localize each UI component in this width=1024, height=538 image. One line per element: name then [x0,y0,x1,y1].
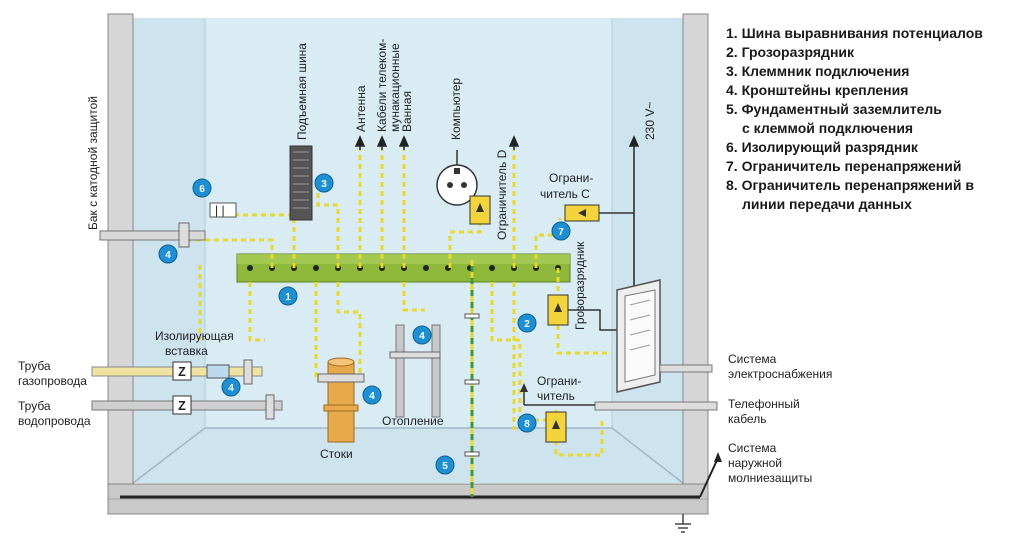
legend-item-4: 4. Кронштейны крепления [726,82,909,98]
label-limiter-1: Ограни- [537,374,581,388]
label-power-2: электроснабжения [728,367,832,381]
label-lightning-3: молниезащиты [728,471,812,485]
legend-item-3: 3. Клеммник подключения [726,63,910,79]
svg-text:5: 5 [442,461,448,472]
label-voltage: 230 V~ [643,102,657,140]
marker-2: 2 [517,313,537,333]
label-telecom-1: Кабели телеком- [375,39,389,132]
label-heating: Отопление [382,414,444,428]
power-cable [659,364,713,373]
label-limiter-c-2: читель С [540,187,590,201]
marker-5: 5 [435,455,455,475]
label-antenna: Антенна [354,85,368,132]
label-telecom-2: мунакационные [388,43,402,132]
legend-item-6: 6. Изолирующий разрядник [726,139,918,155]
svg-text:4: 4 [165,250,171,261]
marker-4-tank: 4 [158,244,178,264]
label-lightning-2: наружной [728,456,782,470]
insulating-spark-gap [209,202,237,218]
marker-1: 1 [278,286,298,306]
legend-item-8-cont: линии передачи данных [742,196,912,212]
legend-item-7: 7. Ограничитель перенапряжений [726,158,962,174]
legend-item-1: 1. Шина выравнивания потенциалов [726,25,983,41]
legend-item-2: 2. Грозоразрядник [726,44,855,60]
gas-meter-z [172,361,192,381]
right-wall [682,13,709,485]
svg-text:2: 2 [524,319,530,330]
label-arrester: Грозоразрядник [573,241,587,330]
label-insulating-1: Изолирующая [155,329,234,343]
label-water-1: Труба [18,399,51,413]
back-wall [205,18,612,428]
legend-item-5-cont: с клеммой подключения [742,120,914,136]
lift-bus [289,145,313,221]
insulating-insert [206,364,230,379]
grounding-conductors [190,150,612,497]
label-phone-1: Телефонный [728,397,800,411]
svg-text:1: 1 [285,292,291,303]
drain-pipe [317,357,365,443]
svg-text:4: 4 [228,383,234,394]
svg-text:4: 4 [419,331,425,342]
label-gas-1: Труба [18,359,51,373]
label-bath: Ванная [400,91,414,132]
legend-item-5: 5. Фундаментный заземлитель [726,101,942,117]
svg-text:4: 4 [369,391,375,402]
label-drains: Стоки [320,447,353,461]
computer-socket [436,150,478,206]
label-computer: Компьютер [449,78,463,140]
phone-cable [594,401,718,411]
svg-text:| |: | | [215,203,225,217]
upward-arrows [354,135,640,305]
label-power-1: Система [728,352,777,366]
label-insulating-2: вставка [165,344,208,358]
left-wall [107,13,134,485]
tank-pipe [99,230,206,241]
power-distribution-panel [616,279,661,393]
label-limiter-c-1: Ограни- [549,171,593,185]
label-phone-2: кабель [728,412,766,426]
marker-7: 7 [551,221,571,241]
label-lightning-1: Система [728,441,777,455]
water-meter-z [172,395,192,415]
water-z-letter: Z [178,399,186,413]
svg-text:7: 7 [558,227,564,238]
svg-text:3: 3 [321,179,327,190]
svg-text:6: 6 [199,184,205,195]
marker-4-drain: 4 [362,385,382,405]
legend: 1. Шина выравнивания потенциалов 2. Гроз… [726,24,1022,214]
marker-4-gas: 4 [221,377,241,397]
label-tank: Бак с катодной защитой [86,96,100,230]
marker-6: 6 [192,178,212,198]
label-water-2: водопровода [18,414,91,428]
label-lift-bus: Подъемная шина [295,43,309,140]
heating-pipes [389,324,441,418]
marker-3: 3 [314,173,334,193]
label-gas-2: газопровода [18,374,87,388]
gas-z-letter: Z [178,365,186,379]
marker-8: 8 [517,413,537,433]
label-limiter-d: Ограничитель D [495,149,509,240]
legend-item-8: 8. Ограничитель перенапряжений в [726,177,974,193]
svg-text:8: 8 [524,419,530,430]
marker-4-heating: 4 [412,325,432,345]
label-limiter-2: читель [537,389,575,403]
